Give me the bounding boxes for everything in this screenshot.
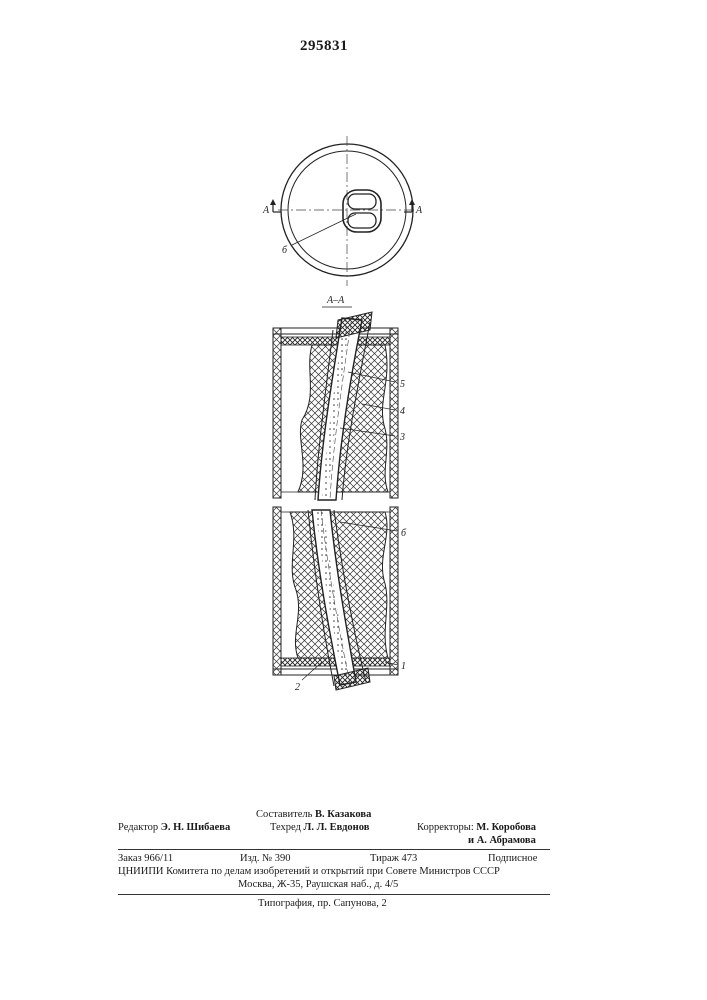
corrector-2-prefix: и — [468, 835, 474, 846]
correctors-label: Корректоры: — [417, 822, 474, 833]
callout-4: 4 — [400, 406, 405, 417]
circulation: Тираж 473 — [370, 852, 417, 865]
callout-3: 3 — [399, 432, 405, 443]
callout-5: 5 — [400, 379, 405, 390]
section-marker-left: А — [262, 205, 270, 216]
callout-6: б — [401, 528, 407, 539]
editor-label: Редактор — [118, 822, 158, 833]
committee-line: ЦНИИПИ Комитета по делам изобретений и о… — [118, 865, 500, 878]
callout-top: б — [282, 245, 288, 256]
leader-line — [292, 214, 356, 245]
divider-bottom — [118, 894, 550, 895]
section-marker-right: А — [415, 205, 423, 216]
section-arrow-left-icon — [270, 199, 276, 205]
printer-line: Типография, пр. Сапунова, 2 — [258, 897, 387, 910]
corrector-2-line: и А. Абрамова — [468, 834, 536, 847]
divider-top — [118, 849, 550, 850]
section-arrow-right-icon — [409, 199, 415, 205]
top-view: А А б — [262, 136, 423, 286]
compiler-name: В. Казакова — [315, 809, 371, 820]
techred-label: Техред — [270, 822, 301, 833]
callout-1: 1 — [401, 661, 406, 672]
tube-opening-outline — [343, 190, 381, 232]
section-label: А–А — [326, 295, 345, 306]
section-upper — [273, 312, 398, 500]
edition-number: Изд. № 390 — [240, 852, 291, 865]
corrector-2: А. Абрамова — [477, 835, 536, 846]
editor-name: Э. Н. Шибаева — [161, 822, 230, 833]
section-lower — [273, 507, 398, 690]
techred-line: Техред Л. Л. Евдонов — [270, 821, 369, 834]
compiler-label: Составитель — [256, 809, 312, 820]
techred-name: Л. Л. Евдонов — [304, 822, 370, 833]
tube-channel-lower — [348, 213, 376, 228]
tube-channel-upper — [348, 194, 376, 209]
order-number: Заказ 966/11 — [118, 852, 173, 865]
callout-2: 2 — [295, 682, 300, 693]
technical-drawing: А А б А–А — [0, 0, 707, 800]
address-line: Москва, Ж-35, Раушская наб., д. 4/5 — [238, 878, 398, 891]
corrector-1: М. Коробова — [476, 822, 536, 833]
editor-line: Редактор Э. Н. Шибаева — [118, 821, 230, 834]
correctors-line: Корректоры: М. Коробова — [417, 821, 536, 834]
compiler-line: Составитель В. Казакова — [256, 808, 371, 821]
subscription: Подписное — [488, 852, 537, 865]
